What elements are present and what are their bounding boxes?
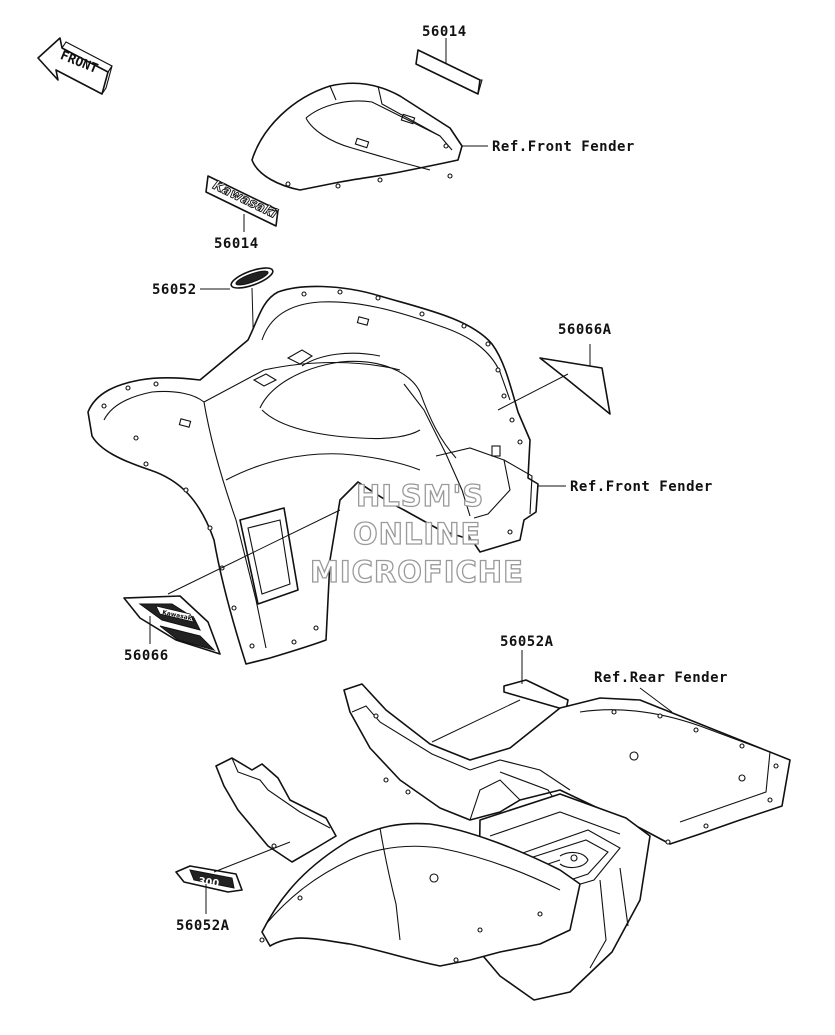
- fender-mount-holes: [101, 289, 523, 649]
- top-decal-56014: 56014: [415, 24, 483, 95]
- front-arrow-icon: FRONT: [37, 37, 113, 95]
- model-badge-text: 300: [198, 876, 220, 890]
- part-number-side-stripe: 56066: [124, 648, 169, 664]
- kawasaki-decal-text: Kawasaki: [210, 178, 279, 222]
- part-number-side-decal-right: 56066A: [558, 322, 612, 338]
- oval-emblem-56052: 56052: [152, 267, 274, 361]
- ref-front-fender-top: Ref.Front Fender: [492, 139, 635, 155]
- watermark-line-1: HLSM'S: [356, 479, 484, 513]
- part-number-model-badge: 56052A: [176, 918, 230, 934]
- ref-rear-fender: Ref.Rear Fender: [594, 670, 728, 686]
- watermark-line-2: ONLINE: [353, 517, 481, 551]
- model-badge-56052a: 300 56052A: [175, 841, 291, 934]
- lower-left-fender: [215, 757, 581, 967]
- rear-fender-upper: Ref.Rear Fender: [343, 670, 791, 845]
- ref-front-fender-mid: Ref.Front Fender: [570, 479, 713, 495]
- front-fender-main: Ref.Front Fender: [87, 285, 713, 665]
- part-number-oval-emblem: 56052: [152, 282, 197, 298]
- side-decal-56066a: 56066A: [497, 322, 612, 415]
- front-fender-top-piece: Ref.Front Fender: [251, 82, 635, 191]
- watermark-line-3: MICROFICHE: [310, 555, 524, 589]
- side-stripe-56066: Kawasaki 56066: [123, 509, 341, 664]
- rear-decal-56052a: 56052A: [431, 634, 569, 743]
- watermark: HLSM'S ONLINE MICROFICHE: [309, 478, 524, 589]
- part-number-kawasaki-decal: 56014: [214, 236, 259, 252]
- kawasaki-decal-56014: Kawasaki 56014: [205, 175, 280, 252]
- part-number-top-decal: 56014: [422, 24, 467, 40]
- part-number-rear-decal: 56052A: [500, 634, 554, 650]
